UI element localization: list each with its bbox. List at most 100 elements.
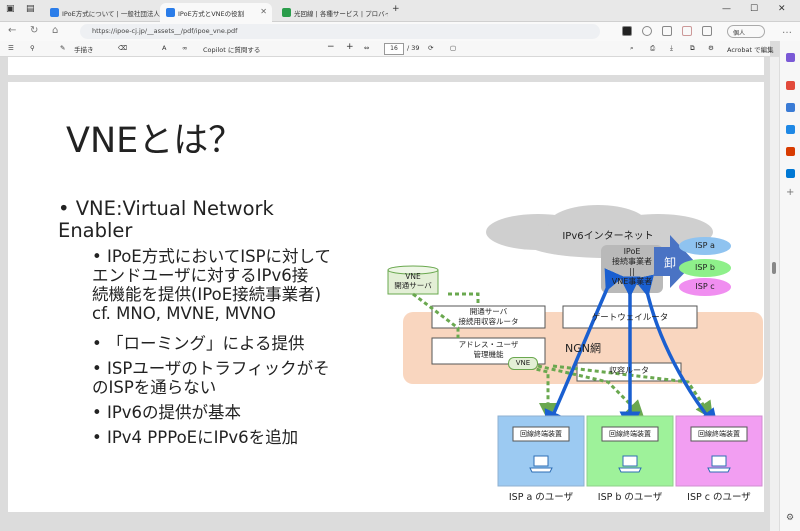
draw-icon[interactable]: ✎ bbox=[60, 44, 66, 52]
zoom-out-button[interactable]: − bbox=[327, 42, 335, 52]
gateway-router-label: ゲートウェイルータ bbox=[591, 313, 669, 323]
page-number-input[interactable]: 16 bbox=[384, 43, 404, 55]
contents-icon[interactable]: ☰ bbox=[8, 44, 14, 52]
home-icon[interactable]: ⌂ bbox=[52, 25, 59, 36]
profile-label: 個人 bbox=[733, 30, 746, 37]
minimize-icon[interactable]: — bbox=[722, 4, 731, 14]
page-view-icon[interactable]: ▢ bbox=[450, 44, 457, 52]
profile-button[interactable]: 個人 bbox=[727, 25, 765, 38]
zoom-in-button[interactable]: + bbox=[346, 42, 354, 52]
close-icon[interactable]: ✕ bbox=[260, 7, 267, 16]
terminal-label: 回線終端装置 bbox=[698, 430, 740, 438]
bullet-line: のISPを通らない bbox=[92, 378, 217, 397]
site-icon bbox=[282, 8, 291, 17]
filter-icon[interactable]: ⚲ bbox=[30, 44, 35, 52]
url-text: https://ipoe-cj.jp/__assets__/pdf/ipoe_v… bbox=[92, 27, 238, 35]
extension-icon[interactable] bbox=[622, 26, 632, 36]
copilot-button[interactable]: Copilot に質問する bbox=[203, 46, 261, 54]
print-icon[interactable]: ⎙ bbox=[650, 44, 656, 52]
search-sidebar-icon[interactable] bbox=[786, 53, 795, 62]
split-screen-icon[interactable] bbox=[662, 26, 672, 36]
isp-b-user-label: ISP b のユーザ bbox=[597, 492, 663, 503]
pdf-toolbar: ☰ ⚲ ✎ 手描き ⌫ A ∞ Copilot に質問する − + ⇔ 16 /… bbox=[0, 41, 774, 57]
tab-hikari[interactable]: 光回線 | 各種サービス | プロバイダー/ bbox=[276, 3, 388, 22]
bullet-line: • IPv4 PPPoEにIPv6を追加 bbox=[92, 428, 299, 447]
bullet-line: • ISPユーザのトラフィックがそ bbox=[92, 359, 330, 378]
isp-b-user-box bbox=[586, 415, 674, 487]
isp-b-label: ISP b bbox=[695, 263, 715, 272]
vne-diagram bbox=[387, 205, 763, 487]
tab-label: 光回線 | 各種サービス | プロバイダー/ bbox=[294, 10, 388, 18]
bullet-line: • 「ローミング」による提供 bbox=[92, 334, 305, 353]
bullet-line: • IPoE方式においてISPに対して bbox=[92, 247, 332, 266]
bullet-line: エンドユーザに対するIPv6接 bbox=[92, 266, 309, 285]
draw-label[interactable]: 手描き bbox=[74, 46, 94, 54]
terminal-box bbox=[601, 426, 659, 442]
terminal-label: 回線終端装置 bbox=[609, 430, 651, 438]
office-icon[interactable] bbox=[786, 147, 795, 156]
save-as-icon[interactable]: ⧉ bbox=[690, 44, 695, 52]
laptop-icon bbox=[529, 455, 731, 473]
isp-c-user-label: ISP c のユーザ bbox=[687, 492, 751, 503]
edge-sidebar: + ⚙ bbox=[779, 41, 800, 531]
isp-a-ellipse bbox=[679, 237, 731, 255]
page-total: / 39 bbox=[407, 44, 420, 52]
maximize-icon[interactable]: ☐ bbox=[750, 4, 759, 14]
tab-label: IPoE方式について | 一般社団法人 日 bbox=[62, 10, 162, 18]
fit-page-icon[interactable]: ⇔ bbox=[364, 44, 370, 52]
immersive-icon[interactable]: ∞ bbox=[182, 44, 188, 52]
collections-icon[interactable] bbox=[702, 26, 712, 36]
terminal-box bbox=[512, 426, 570, 442]
favorites-icon[interactable] bbox=[682, 26, 692, 36]
isp-a-label: ISP a bbox=[695, 241, 715, 250]
address-user-label: アドレス・ユーザ管理機能 bbox=[458, 340, 519, 359]
scrollbar[interactable] bbox=[770, 57, 779, 531]
tools-icon[interactable] bbox=[786, 103, 795, 112]
site-icon bbox=[50, 8, 59, 17]
bullet-line: 続機能を提供(IPoE接続事業者) bbox=[92, 285, 322, 304]
acrobat-edit-button[interactable]: Acrobat で編集 bbox=[727, 46, 774, 54]
page-current: 16 bbox=[390, 45, 398, 52]
read-aloud-icon[interactable]: A bbox=[162, 44, 167, 52]
scrollbar-thumb[interactable] bbox=[772, 262, 776, 274]
bullet-line: • VNE:Virtual Network bbox=[58, 197, 274, 220]
isp-a-user-label: ISP a のユーザ bbox=[508, 492, 574, 503]
search-icon[interactable]: ⌕ bbox=[630, 44, 634, 52]
terminal-box bbox=[690, 426, 748, 442]
more-icon[interactable]: … bbox=[782, 25, 792, 36]
shopping-icon[interactable] bbox=[786, 81, 795, 90]
eraser-icon[interactable]: ⌫ bbox=[118, 44, 128, 52]
close-window-icon[interactable]: ✕ bbox=[778, 4, 786, 14]
internet-label: IPv6インターネット bbox=[562, 231, 654, 242]
traffic-arrows bbox=[544, 268, 719, 433]
extension-icon[interactable] bbox=[642, 26, 652, 36]
shuyo-router-label: 収容ルータ bbox=[609, 366, 649, 375]
add-icon[interactable]: + bbox=[786, 187, 795, 198]
workspaces-icon[interactable]: ▣ bbox=[6, 4, 15, 14]
bing-icon[interactable] bbox=[786, 169, 795, 178]
bullet-line: Enabler bbox=[58, 219, 133, 242]
previous-page-edge bbox=[8, 57, 764, 75]
pdf-page: VNEとは？ • VNE:Virtual Network Enabler • I… bbox=[8, 82, 764, 512]
ngn-label: NGN網 bbox=[565, 342, 601, 355]
tab-label: IPoE方式とVNEの役割 bbox=[178, 10, 245, 18]
tab-actions-icon[interactable]: ▤ bbox=[26, 4, 35, 14]
tab-ipoe-vne[interactable]: IPoE方式とVNEの役割 ✕ bbox=[160, 3, 272, 22]
kaitsu-router-label: 開通サーバ接続用収容ルータ bbox=[458, 307, 519, 326]
bullet-line: cf. MNO, MVNE, MVNO bbox=[92, 304, 276, 323]
new-tab-button[interactable]: + bbox=[392, 4, 400, 14]
wholesale-label: 卸 bbox=[663, 256, 676, 270]
rotate-icon[interactable]: ⟳ bbox=[428, 44, 434, 52]
url-field[interactable]: https://ipoe-cj.jp/__assets__/pdf/ipoe_v… bbox=[80, 24, 600, 39]
tab-ipoe-about[interactable]: IPoE方式について | 一般社団法人 日 bbox=[44, 3, 162, 22]
save-icon[interactable]: ⤓ bbox=[670, 44, 673, 52]
sidebar-settings-icon[interactable]: ⚙ bbox=[786, 513, 795, 523]
outlook-icon[interactable] bbox=[786, 125, 795, 134]
refresh-icon[interactable]: ↻ bbox=[30, 25, 39, 36]
bullet-line: • IPv6の提供が基本 bbox=[92, 403, 242, 422]
settings-icon[interactable]: ⚙ bbox=[708, 44, 714, 52]
back-icon[interactable]: ← bbox=[8, 25, 17, 36]
slide-title: VNEとは？ bbox=[66, 121, 244, 161]
